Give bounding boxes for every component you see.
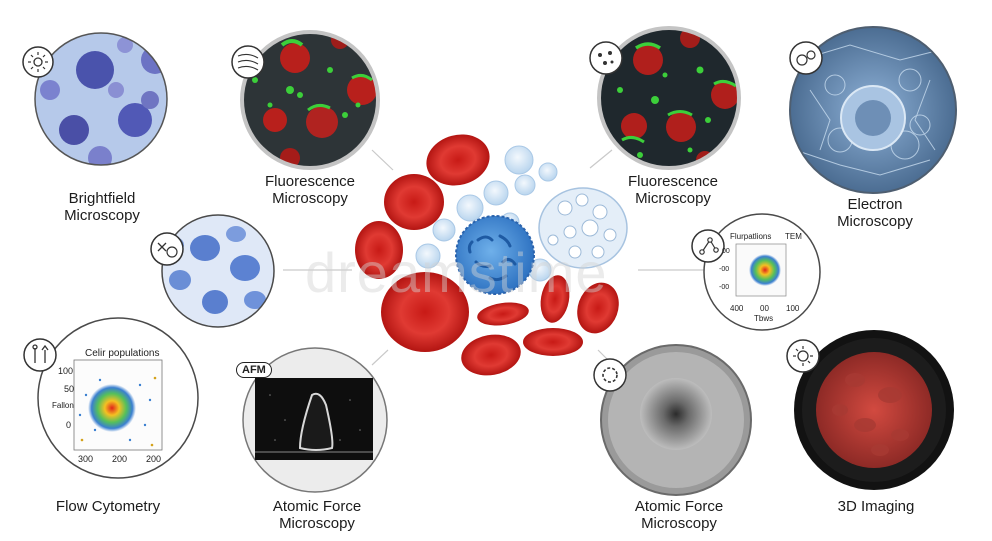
afm-right-line2: Microscopy	[641, 515, 717, 532]
brightfield-label-line2: Microscopy	[64, 207, 140, 224]
tem-tag: TEM	[785, 232, 802, 241]
afm-right-line1: Atomic Force	[634, 498, 724, 515]
flow-ytick-2: 50	[64, 384, 75, 394]
fibers-icon	[231, 45, 265, 79]
flow-xtick-3: 200	[146, 454, 162, 464]
tem-ytick-3: -00	[719, 284, 730, 291]
fluorescence-left-line1: Fluorescence	[264, 173, 356, 190]
brightfield-panel	[34, 32, 168, 166]
red-blood-cells	[355, 134, 619, 376]
tem-xlabel: Tbws	[754, 314, 774, 323]
lymphocyte-cell	[455, 215, 535, 295]
probe-icon	[23, 338, 57, 372]
brightfield-label-line1: Brightfield	[68, 190, 136, 207]
macrophage-cell	[538, 187, 628, 269]
flow-ytick-3: 0	[66, 420, 72, 430]
tem-ytick-2: -00	[719, 266, 730, 273]
cells-panel	[161, 214, 275, 328]
electron-panel	[789, 26, 957, 194]
afm-left-line1: Atomic Force	[272, 498, 362, 515]
central-cell-cluster	[355, 134, 628, 376]
flow-chart-title: Celir populations	[85, 348, 160, 359]
tem-xtick-1: 400	[730, 304, 744, 313]
watermark: dreamstime	[305, 241, 608, 304]
tem-ytick-1: 00	[722, 248, 730, 255]
flow-xtick-1: 300	[78, 454, 94, 464]
tem-title: Flurpatlions	[730, 232, 772, 241]
fluorescence-right-line1: Fluorescence	[627, 173, 719, 190]
network-icon	[691, 229, 725, 263]
imaging-3d-label: 3D Imaging	[826, 498, 926, 515]
afm-left-line2: Microscopy	[279, 515, 355, 532]
tem-plot-panel	[703, 213, 821, 331]
flow-ylabel: Fallon	[52, 401, 74, 410]
afm-right-panel	[600, 344, 752, 496]
imaging-3d-panel	[794, 330, 954, 490]
cells-icon	[789, 41, 823, 75]
fluorescence-left-panel	[240, 30, 380, 170]
flow-cytometry-panel	[37, 317, 199, 479]
virus-icon	[786, 339, 820, 373]
fluorescence-right-label: Fluorescence Microscopy	[618, 173, 728, 207]
flow-xtick-2: 200	[112, 454, 128, 464]
flow-cytometry-line1: Flow Cytometry	[55, 498, 161, 515]
ring-icon	[593, 358, 627, 392]
sun-icon	[22, 46, 54, 78]
tem-xtick-3: 100	[786, 304, 800, 313]
tem-xtick-2: 00	[760, 304, 769, 313]
brightfield-label: Brightfield Microscopy	[52, 190, 152, 224]
afm-tag: AFM	[236, 362, 272, 378]
electron-label: Electron Microscopy	[825, 196, 925, 230]
imaging-3d-line1: 3D Imaging	[837, 498, 915, 515]
fluorescence-left-label: Fluorescence Microscopy	[255, 173, 365, 207]
fluorescence-right-line2: Microscopy	[635, 190, 711, 207]
flow-ytick-1: 100	[58, 366, 74, 376]
electron-label-line2: Microscopy	[837, 213, 913, 230]
cell-division-icon	[150, 232, 184, 266]
cell-dots-icon	[589, 41, 623, 75]
afm-right-label: Atomic Force Microscopy	[624, 498, 734, 532]
electron-label-line1: Electron	[847, 196, 903, 213]
afm-left-label: Atomic Force Microscopy	[262, 498, 372, 532]
fluorescence-right-panel	[597, 26, 741, 170]
flow-cytometry-label: Flow Cytometry	[48, 498, 168, 515]
afm-left-panel	[242, 347, 388, 493]
fluorescence-left-line2: Microscopy	[272, 190, 348, 207]
